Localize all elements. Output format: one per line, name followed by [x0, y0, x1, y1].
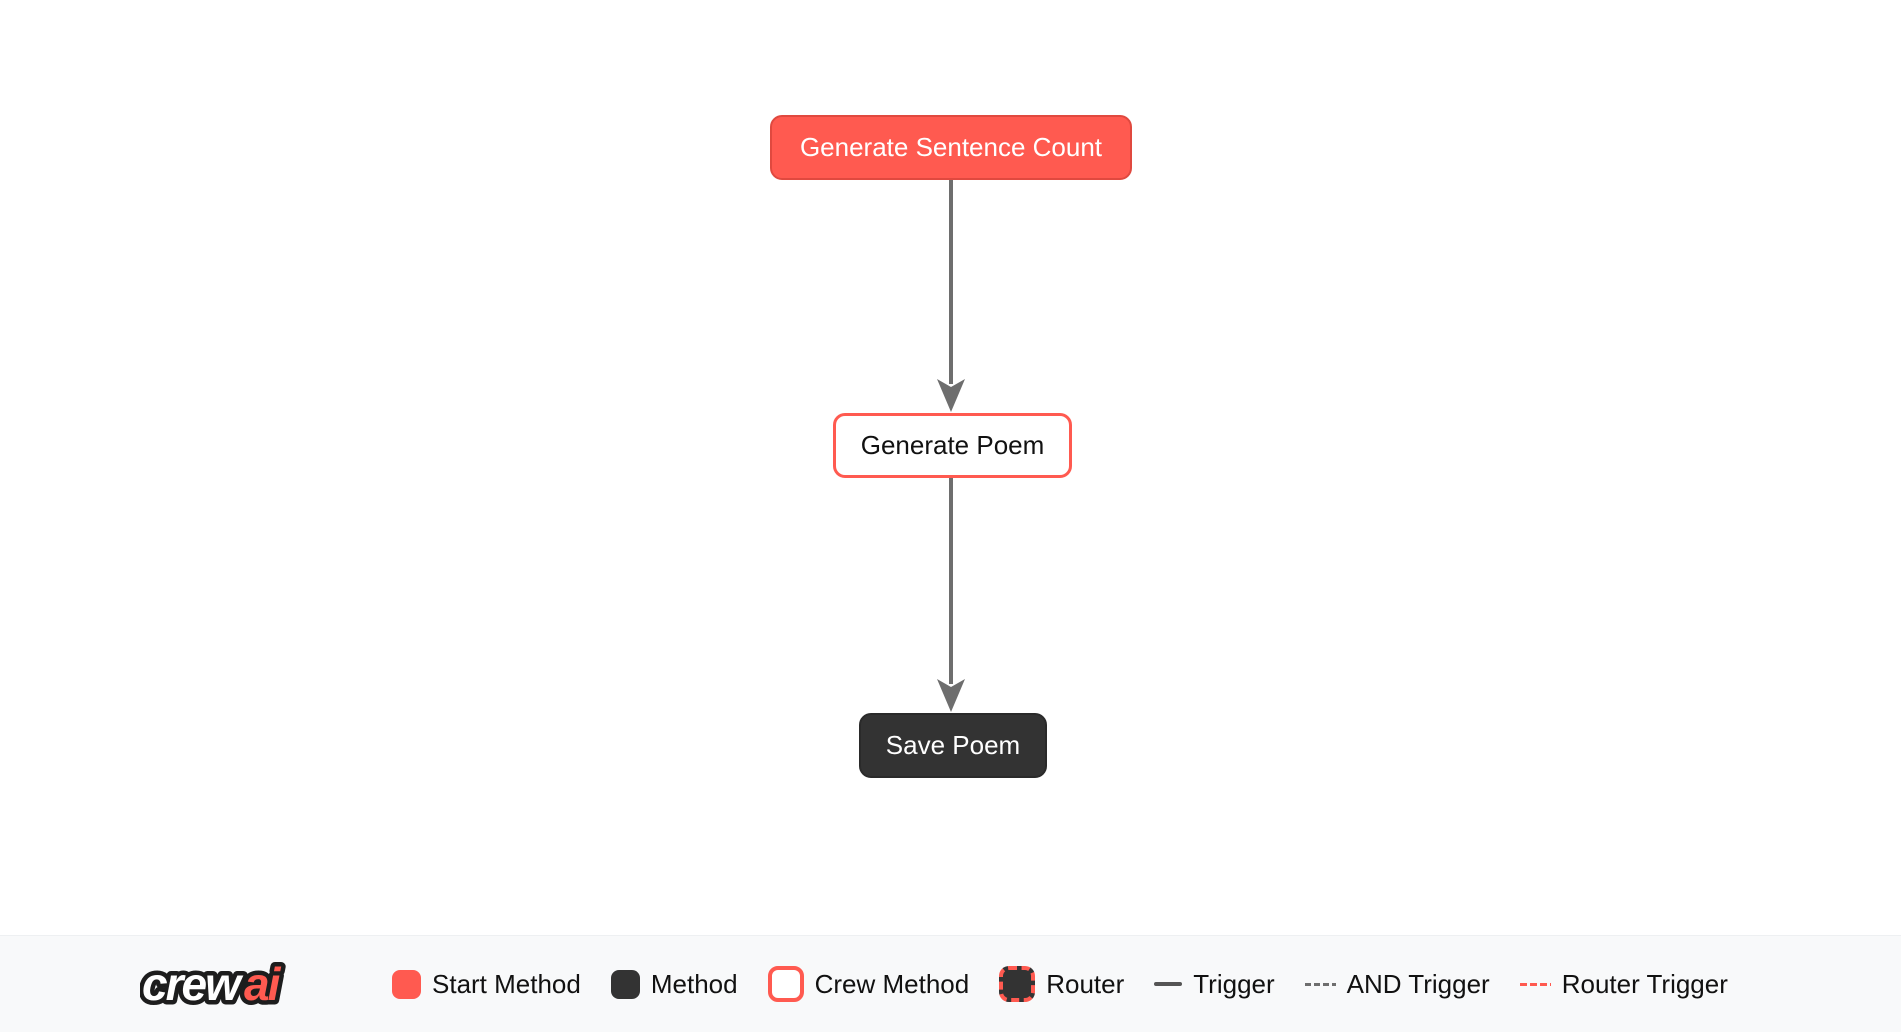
- start-method-swatch-icon: [392, 969, 421, 999]
- legend-item-and-trigger: AND Trigger: [1304, 968, 1490, 1000]
- legend-label: Method: [650, 968, 738, 999]
- arrowhead-icon: [937, 679, 965, 712]
- router-trigger-line-icon: [1519, 982, 1551, 986]
- method-swatch-icon: [610, 969, 640, 999]
- legend-items: Start Method Method Crew Method Router T…: [392, 966, 1728, 1002]
- legend-item-start-method: Start Method: [392, 969, 581, 1000]
- and-trigger-line-icon: [1304, 982, 1336, 986]
- legend-item-crew-method: Crew Method: [767, 966, 970, 1002]
- logo-text-crew: crew: [142, 958, 244, 1010]
- legend-label: Trigger: [1193, 968, 1275, 999]
- trigger-line-icon: [1154, 982, 1183, 986]
- edge-trigger-1: [937, 180, 965, 412]
- arrowhead-icon: [937, 379, 965, 412]
- flow-canvas[interactable]: Generate Sentence Count Generate Poem Sa…: [0, 0, 1901, 935]
- edge-trigger-2: [937, 478, 965, 712]
- legend-item-router-trigger: Router Trigger: [1519, 968, 1728, 1000]
- logo-text-ai: ai: [244, 958, 282, 1010]
- crew-method-swatch-icon: [767, 966, 804, 1002]
- legend-item-router: Router: [999, 966, 1124, 1002]
- router-swatch-icon: [999, 966, 1036, 1002]
- node-generate-sentence-count[interactable]: Generate Sentence Count: [770, 115, 1132, 180]
- node-save-poem[interactable]: Save Poem: [859, 713, 1047, 778]
- crewai-logo: crew ai: [140, 954, 288, 1015]
- legend-label: Router Trigger: [1561, 968, 1728, 999]
- legend-bar: crew ai Start Method Method Crew Method …: [0, 935, 1901, 1032]
- legend-label: Crew Method: [814, 968, 970, 999]
- legend-item-method: Method: [610, 968, 738, 1000]
- legend-label: Start Method: [432, 968, 581, 999]
- legend-label: Router: [1046, 968, 1125, 999]
- legend-item-trigger: Trigger: [1154, 968, 1275, 1000]
- legend-label: AND Trigger: [1346, 968, 1490, 999]
- node-generate-poem[interactable]: Generate Poem: [833, 413, 1072, 478]
- flow-edges: [937, 180, 965, 712]
